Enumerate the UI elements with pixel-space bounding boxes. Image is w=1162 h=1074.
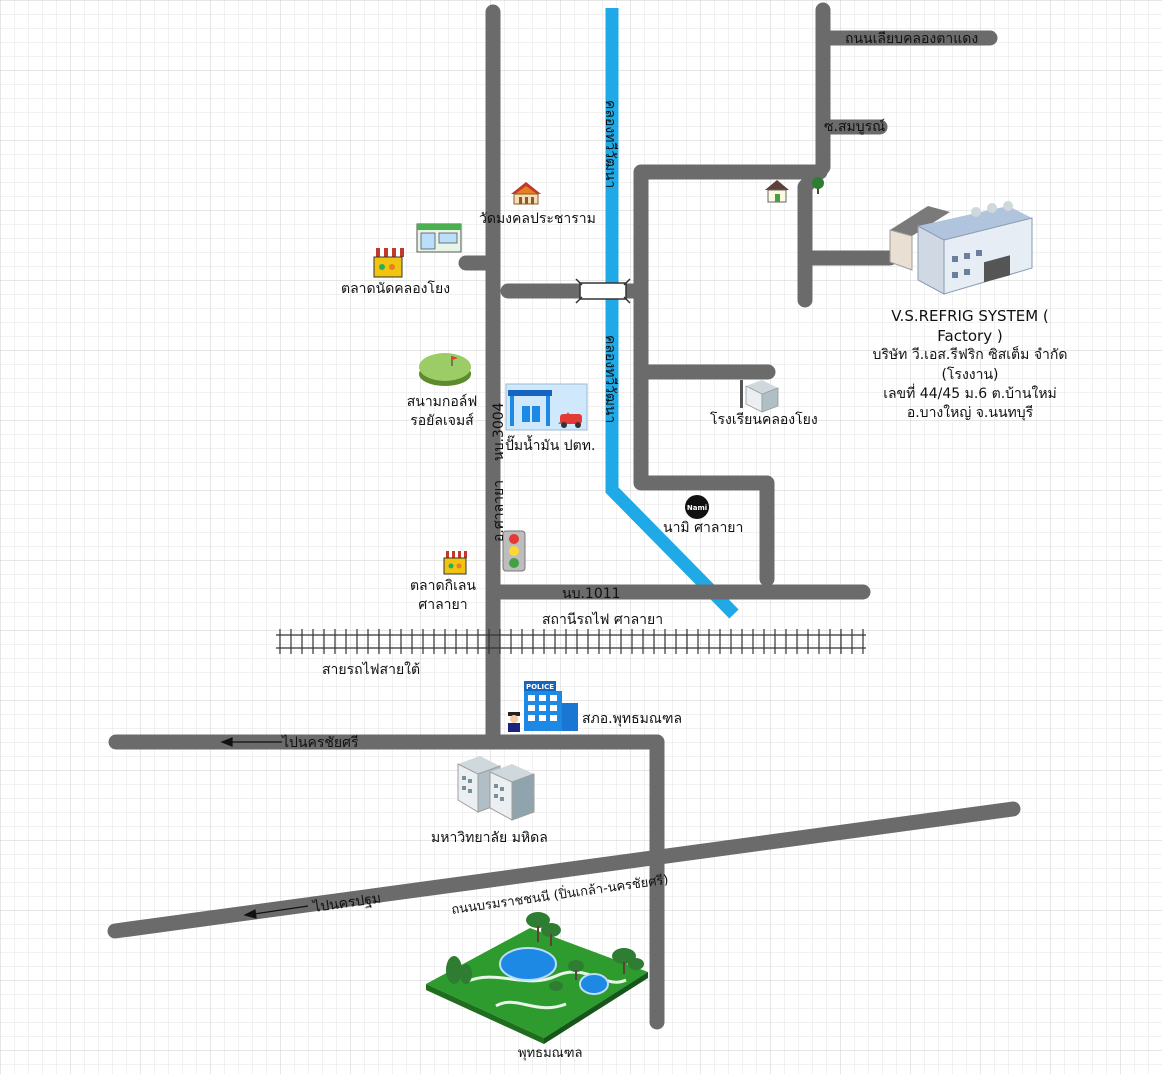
- label-factory-line3: บริษัท วี.เอส.รีฟริก ซิสเต็ม จำกัด: [872, 347, 1068, 363]
- factory-icon: [889, 201, 1033, 295]
- tree-icon: [812, 177, 824, 194]
- road-label-nb3004: นบ.3004: [491, 402, 507, 461]
- label-factory-line1: V.S.REFRIG SYSTEM (: [891, 307, 1049, 325]
- road-label-nb1011: นบ.1011: [562, 586, 621, 602]
- temple-icon: [511, 182, 541, 205]
- golf-course-icon: [419, 353, 471, 386]
- police-sign-text: POLICE: [526, 683, 554, 691]
- label-phutthamonthon: พุทธมณฑล: [518, 1046, 583, 1061]
- canal-label-lower: คลองทวีวัฒนา: [602, 335, 618, 423]
- traffic-light-icon: [502, 530, 526, 572]
- label-market-khlong-yong: ตลาดนัดคลองโยง: [341, 281, 451, 297]
- road-label-to-nakhon-chai-si: ไปนครชัยศรี: [282, 735, 359, 751]
- road-label-soi-sombun: ซ.สมบูรณ์: [824, 119, 886, 135]
- label-market-salaya-2: ศาลายา: [418, 597, 468, 613]
- road-borommaratchachonnani: [107, 801, 1021, 939]
- road-khlong-yong-east: [633, 283, 775, 587]
- railway-southern-line: [276, 629, 866, 654]
- label-wat-mongkhon: วัดมงคลประชาราม: [479, 211, 596, 227]
- label-factory-line2: Factory ): [937, 327, 1003, 345]
- shop-icon: [416, 223, 462, 253]
- road-network: [107, 2, 1021, 1030]
- police-officer-icon: [508, 712, 520, 732]
- label-salaya-station: สถานีรถไฟ ศาลายา: [542, 612, 664, 628]
- nami-logo-icon: [685, 495, 709, 519]
- school-building-icon: [740, 380, 779, 413]
- road-liab-khlong: [797, 2, 831, 308]
- arrow-left-icon: [243, 905, 309, 919]
- canal-label-upper: คลองทวีวัฒนา: [602, 100, 618, 188]
- road-label-liab-khlong: ถนนเลียบคลองตาแดง: [845, 31, 979, 47]
- park-icon: [426, 912, 648, 1044]
- label-golf-2: รอยัลเจมส์: [410, 413, 474, 429]
- road-label-salaya-amphoe: อ.ศาลายา: [491, 480, 507, 542]
- nami-badge-text: Nami: [687, 504, 707, 512]
- road-liab-khlong-loop: [633, 164, 828, 299]
- canal-thawi-watthana: [605, 8, 739, 619]
- label-factory-line5: เลขที่ 44/45 ม.6 ต.บ้านใหม่: [883, 386, 1057, 402]
- label-school: โรงเรียนคลองโยง: [710, 412, 818, 428]
- house-icon: [765, 180, 789, 203]
- market-stall-icon: [443, 551, 467, 575]
- gas-station-icon: [505, 383, 588, 431]
- label-market-salaya-1: ตลาดกิเลน: [409, 578, 477, 594]
- label-nami: นามิ ศาลายา: [663, 520, 744, 536]
- label-ptt: ปั๊มน้ำมัน ปตท.: [505, 438, 596, 454]
- label-factory-line6: อ.บางใหญ่ จ.นนทบุรี: [906, 405, 1034, 421]
- label-police-station: สภอ.พุทธมณฑล: [582, 711, 683, 727]
- arrow-left-icon: [220, 737, 282, 747]
- label-southern-railway: สายรถไฟสายใต้: [322, 662, 421, 678]
- label-golf-1: สนามกอล์ฟ: [406, 394, 478, 410]
- label-factory-line4: (โรงงาน): [941, 367, 999, 383]
- university-icon: [457, 756, 535, 821]
- bridge-icon: [575, 278, 631, 304]
- police-station-icon: [524, 681, 578, 731]
- label-mahidol: มหาวิทยาลัย มหิดล: [431, 830, 548, 846]
- market-stall-icon: [372, 248, 404, 278]
